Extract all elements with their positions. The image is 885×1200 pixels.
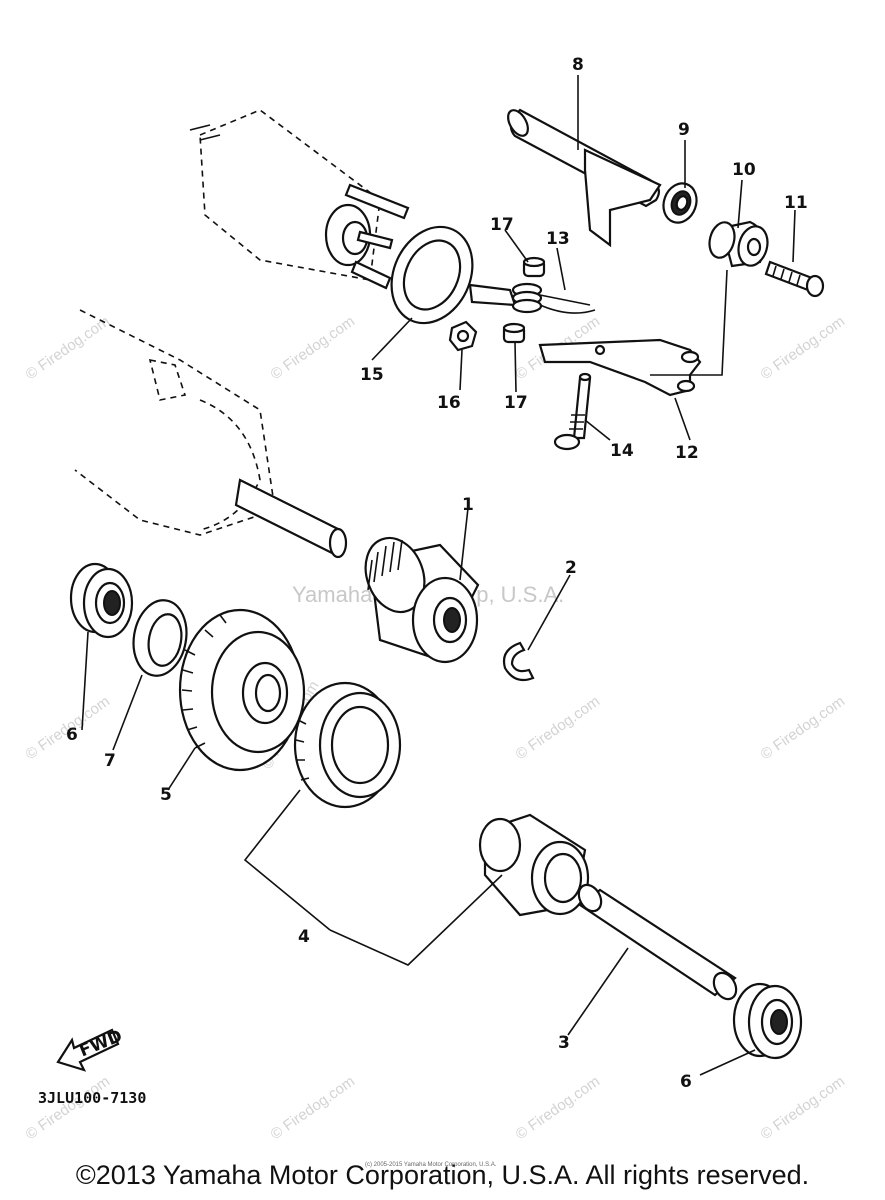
part-16-nut: [448, 320, 478, 352]
part-10-collar: [708, 220, 769, 268]
callout-10: 10: [732, 160, 756, 180]
part-13-spring: [468, 282, 596, 314]
watermark-8: © Firedog.com: [23, 1073, 114, 1143]
watermark-9: © Firedog.com: [268, 1073, 359, 1143]
part-11-bolt: [764, 260, 825, 298]
callout-9: 9: [678, 120, 690, 140]
fwd-label: FWD: [76, 1026, 125, 1061]
part-14-pin: [553, 372, 592, 451]
part-3-shaft: [577, 883, 738, 1001]
callout-12: 12: [675, 443, 699, 463]
callout-2: 2: [565, 558, 577, 578]
watermark-6: © Firedog.com: [513, 693, 604, 763]
callout-3: 3: [558, 1033, 570, 1053]
callout-15: 15: [360, 365, 384, 385]
watermark-7: © Firedog.com: [758, 693, 849, 763]
callout-16: 16: [437, 393, 461, 413]
callout-4: 4: [298, 927, 310, 947]
callout-17-bottom: 17: [504, 393, 528, 413]
leader-lines: [81, 75, 796, 1076]
part-1-clutch: [364, 536, 480, 664]
callout-5: 5: [160, 785, 172, 805]
watermark-11: © Firedog.com: [758, 1073, 849, 1143]
watermark-layer: © Firedog.com © Firedog.com © Firedog.co…: [23, 313, 849, 1168]
part-12-plate: [538, 338, 702, 397]
copyright-footer: ©2013 Yamaha Motor Corporation, U.S.A. A…: [75, 1160, 810, 1190]
callout-7: 7: [104, 751, 116, 771]
starter-motor: [74, 309, 348, 559]
callout-6-lower: 6: [680, 1072, 692, 1092]
part-4-sleeve: [478, 813, 590, 917]
part-17-collar-upper: [522, 256, 546, 278]
part-5-gear: [178, 608, 306, 772]
callout-11: 11: [784, 193, 808, 213]
watermark-2: © Firedog.com: [268, 313, 359, 383]
part-15-gasket: [390, 225, 474, 325]
watermark-10: © Firedog.com: [513, 1073, 604, 1143]
callout-1: 1: [462, 495, 474, 515]
part-8-shaft: [507, 108, 662, 248]
starter-solenoid: [189, 109, 410, 290]
fwd-arrow: FWD: [56, 1026, 125, 1072]
part-17-collar-lower: [502, 322, 526, 344]
part-4-bearing: [293, 681, 402, 809]
callout-13: 13: [546, 229, 570, 249]
watermark-small-center: (c) 2005-2015 Yamaha Motor Corporation, …: [365, 1162, 497, 1168]
part-6-bearing-lower: [732, 982, 803, 1060]
callout-17-top: 17: [490, 215, 514, 235]
callouts: 8 9 10 11 17 13 15 16 17 14 12 1 2 6 7 5…: [66, 55, 808, 1092]
callout-14: 14: [610, 441, 634, 461]
watermark-4: © Firedog.com: [758, 313, 849, 383]
reference-code: 3JLU100-7130: [38, 1089, 146, 1107]
part-6-bearing-upper: [69, 562, 134, 639]
watermark-1: © Firedog.com: [23, 313, 114, 383]
callout-6-upper: 6: [66, 725, 78, 745]
part-2-circlip: [502, 641, 535, 682]
part-9-seal: [662, 182, 698, 224]
part-7-washer: [132, 599, 188, 677]
callout-8: 8: [572, 55, 584, 75]
